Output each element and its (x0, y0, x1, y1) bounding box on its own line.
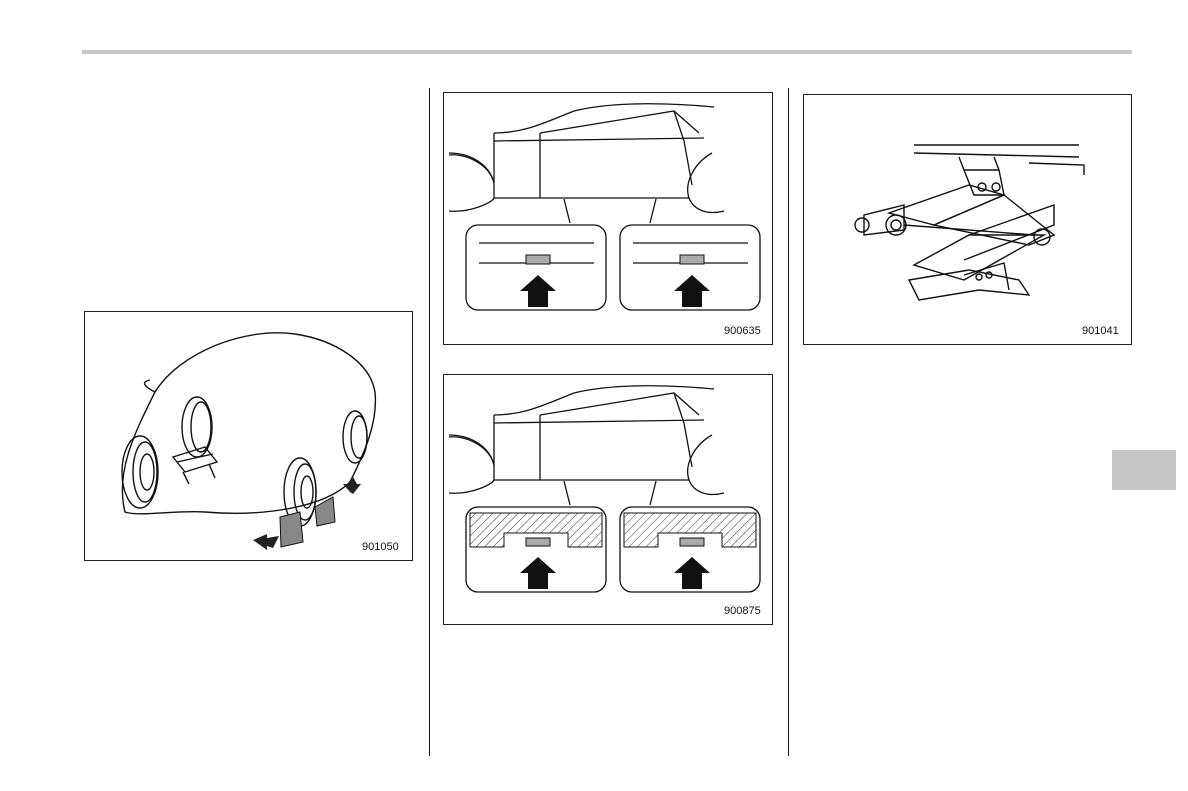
scissor-jack-illustration (804, 95, 1133, 346)
car-with-wheel-chocks-illustration (85, 312, 414, 562)
figure-code-901050: 901050 (362, 541, 399, 553)
figure-code-900635: 900635 (724, 325, 761, 337)
figure-jack-points: 900635 (443, 92, 773, 345)
header-rule (82, 50, 1132, 54)
column-divider-2 (788, 88, 789, 756)
section-tab (1112, 450, 1176, 490)
figure-code-900875: 900875 (724, 605, 761, 617)
jack-point-location-diagram (444, 93, 774, 346)
figure-scissor-jack: 901041 (803, 94, 1132, 345)
figure-wheel-chocks: 901050 (84, 311, 413, 561)
figure-code-901041: 901041 (1082, 325, 1119, 337)
jack-point-recess-diagram (444, 375, 774, 626)
figure-jack-points-hatched: 900875 (443, 374, 773, 625)
column-divider-1 (429, 88, 430, 756)
